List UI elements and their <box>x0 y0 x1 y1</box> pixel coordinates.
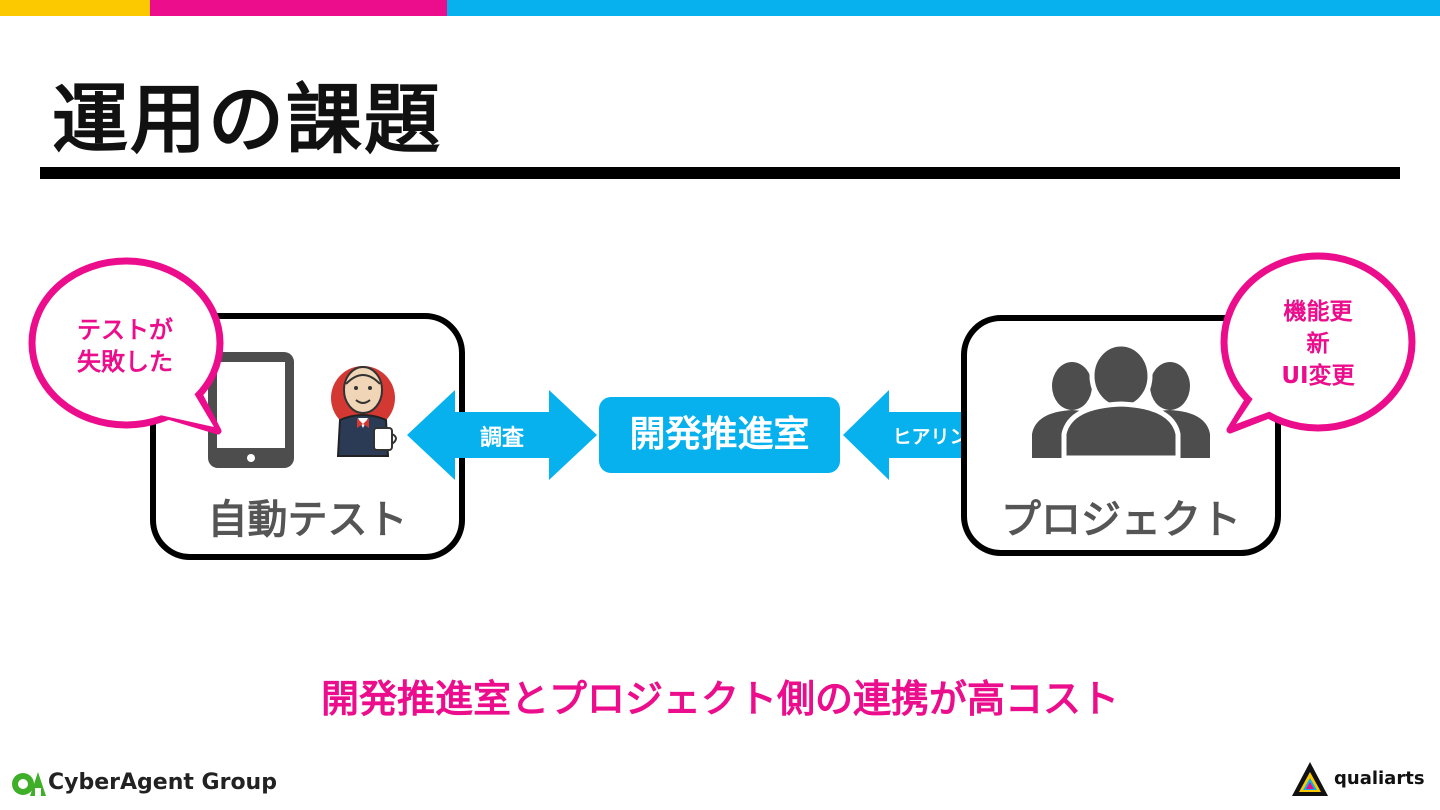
qualiarts-logo-icon <box>1292 762 1328 796</box>
left-bubble-text: テストが 失敗した <box>40 314 210 378</box>
right-bubble-line-3: UI変更 <box>1281 363 1355 389</box>
investigate-double-arrow <box>407 390 597 480</box>
top-bar-magenta <box>150 0 447 16</box>
title-underline <box>40 167 1400 179</box>
bottom-conclusion: 開発推進室とプロジェクト側の連携が高コスト <box>320 677 1119 721</box>
right-speech-bubble <box>1220 252 1416 434</box>
cyberagent-logo-text: CyberAgent Group <box>48 770 277 795</box>
qualiarts-logo-text: qualiarts <box>1334 768 1425 789</box>
top-bar-yellow <box>0 0 150 16</box>
left-speech-bubble <box>28 257 224 435</box>
slide-title: 運用の課題 <box>52 75 442 164</box>
left-bubble-line-2: 失敗した <box>77 348 173 376</box>
project-label: プロジェクト <box>1001 497 1241 543</box>
cyberagent-logo-icon <box>12 772 46 796</box>
left-bubble-line-1: テストが <box>77 316 173 344</box>
dev-promotion-office-box: 開発推進室 <box>599 397 840 473</box>
people-icon <box>1032 341 1210 461</box>
top-color-bar <box>0 0 1440 16</box>
right-bubble-text: 機能更 新 UI変更 <box>1232 296 1404 392</box>
top-bar-cyan <box>447 0 1440 16</box>
jenkins-icon <box>331 366 397 457</box>
automated-test-label: 自動テスト <box>207 497 408 543</box>
right-bubble-line-1: 機能更 <box>1283 299 1353 325</box>
right-bubble-line-2: 新 <box>1306 331 1330 357</box>
tablet-icon <box>208 352 294 468</box>
investigate-label: 調査 <box>479 426 524 451</box>
